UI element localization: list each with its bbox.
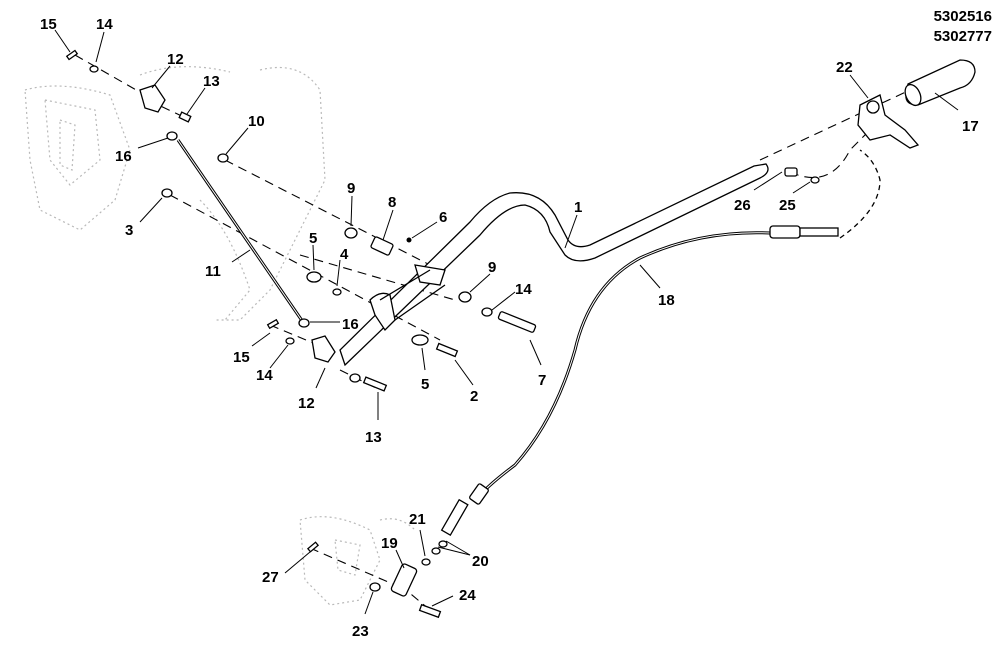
callout-14: 14 — [515, 281, 532, 298]
callout-12: 12 — [167, 51, 184, 68]
callout-15: 15 — [233, 349, 250, 366]
callout-11: 11 — [205, 263, 221, 280]
handle-grip — [904, 59, 976, 107]
callout-13: 13 — [365, 429, 382, 446]
callout-9: 9 — [347, 180, 355, 197]
callout-2: 2 — [470, 388, 478, 405]
callout-10: 10 — [248, 113, 265, 130]
callout-3: 3 — [125, 222, 133, 239]
phantom-frame-upper — [24, 66, 326, 321]
document-number-1: 5302516 — [933, 8, 992, 25]
assembly-lines — [74, 54, 911, 611]
callout-14: 14 — [96, 16, 113, 33]
callout-19: 19 — [381, 535, 398, 552]
callout-25: 25 — [779, 197, 796, 214]
callout-18: 18 — [658, 292, 675, 309]
callout-14: 14 — [256, 367, 273, 384]
callout-6: 6 — [439, 209, 447, 226]
callout-26: 26 — [734, 197, 751, 214]
cable-end-hardware — [306, 540, 448, 619]
hardware — [65, 49, 537, 392]
callout-7: 7 — [538, 372, 546, 389]
callout-27: 27 — [262, 569, 279, 586]
clevis-upper — [139, 84, 166, 113]
callout-16: 16 — [342, 316, 359, 333]
callout-13: 13 — [203, 73, 220, 90]
callout-5: 5 — [421, 376, 429, 393]
callout-16: 16 — [115, 148, 132, 165]
control-lever — [857, 94, 920, 149]
callout-5: 5 — [309, 230, 317, 247]
handle-tube — [339, 163, 769, 367]
phantom-frame-lower — [299, 516, 416, 606]
callout-20: 20 — [472, 553, 489, 570]
callout-21: 21 — [409, 511, 426, 528]
lever-fasteners — [784, 167, 820, 184]
document-number-2: 5302777 — [933, 28, 992, 45]
callout-4: 4 — [340, 246, 349, 263]
callout-15: 15 — [40, 16, 57, 33]
callout-23: 23 — [352, 623, 369, 640]
callout-1: 1 — [574, 199, 582, 216]
leader-lines — [54, 29, 959, 615]
callout-9: 9 — [488, 259, 496, 276]
callout-8: 8 — [388, 194, 396, 211]
clevis-lower — [311, 335, 336, 363]
callout-17: 17 — [962, 118, 979, 135]
control-cable — [440, 149, 881, 536]
control-rod — [176, 139, 307, 326]
callout-22: 22 — [836, 59, 853, 76]
callout-labels: 15 14 12 13 16 10 3 9 8 6 1 5 4 11 9 14 … — [40, 16, 979, 640]
callout-24: 24 — [459, 587, 476, 604]
control-bracket — [369, 264, 446, 332]
callout-12: 12 — [298, 395, 315, 412]
